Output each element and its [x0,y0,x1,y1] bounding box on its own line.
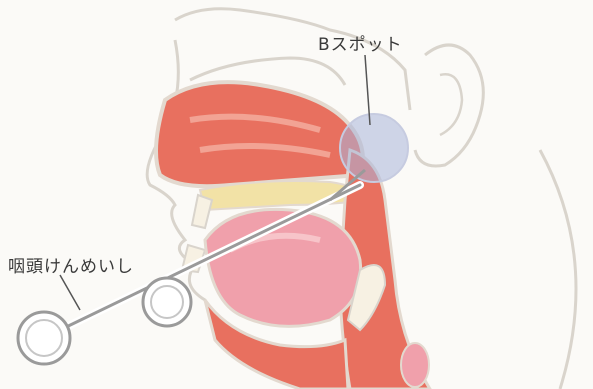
upper-teeth [192,195,212,228]
larynx [401,343,429,387]
ear-inner [440,74,462,135]
neck-outline [540,150,576,389]
b-spot-highlight [340,114,408,182]
nasal-cavity [156,82,363,186]
b-spot-label: Bスポット [318,30,403,55]
pharyngeal-mirror-label: 咽頭けんめいし [8,252,134,277]
ear-outline [415,45,483,166]
pharyngeal-mirror-leader [60,275,80,310]
tongue [205,209,361,326]
